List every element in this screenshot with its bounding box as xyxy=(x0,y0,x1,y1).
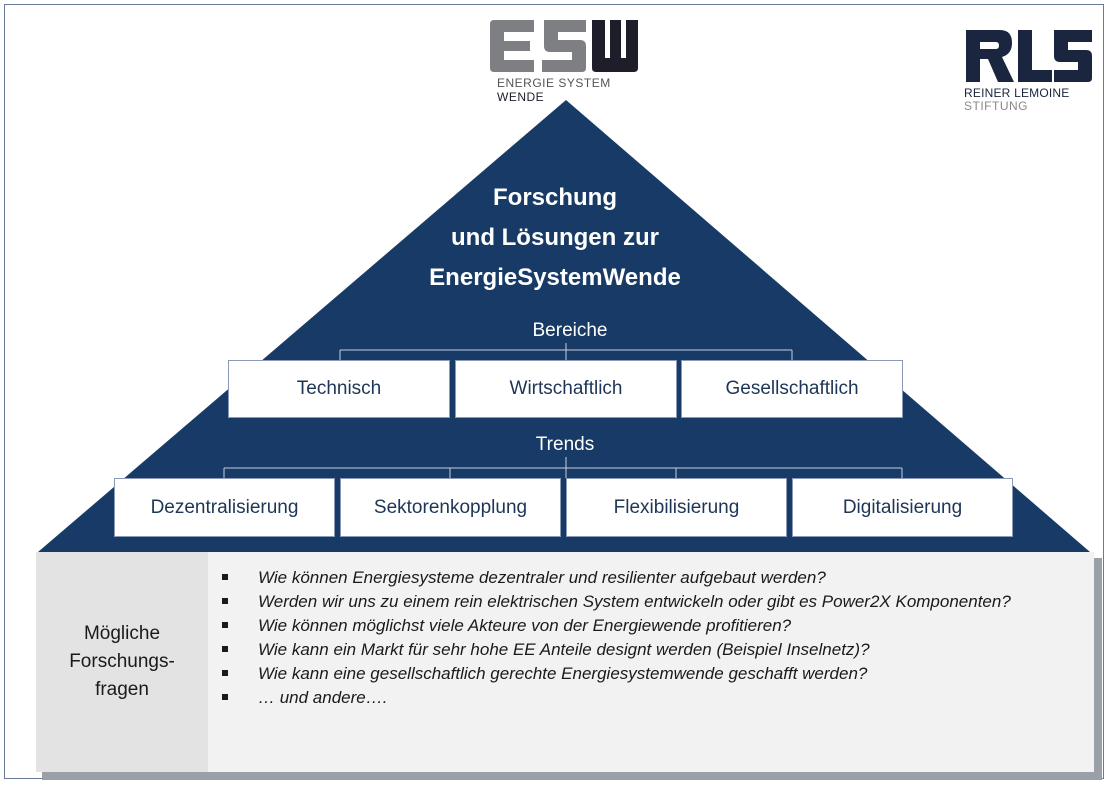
bereiche-connectors xyxy=(339,343,793,360)
question-item: Wie können möglichst viele Akteure von d… xyxy=(222,614,1082,637)
question-item: Wie kann ein Markt für sehr hohe EE Ante… xyxy=(222,638,1082,661)
pyramid-shape xyxy=(38,100,1090,552)
esw-logo: ENERGIE SYSTEM WENDE xyxy=(480,18,660,118)
esw-logo-line2: WENDE xyxy=(497,90,545,104)
rls-logo-mark xyxy=(966,30,1092,82)
bereiche-label: Bereiche xyxy=(532,320,608,341)
trend-box-flexibilisierung: Flexibilisierung xyxy=(566,478,787,537)
bereich-box-wirtschaftlich: Wirtschaftlich xyxy=(455,360,677,418)
esw-logo-line1: ENERGIE SYSTEM xyxy=(497,76,611,90)
questions-label-cell xyxy=(36,552,208,772)
title-line-1: Forschung xyxy=(493,184,617,211)
question-item: Wie können Energiesysteme dezentraler un… xyxy=(222,566,1082,589)
trend-box-sektorenkopplung: Sektorenkopplung xyxy=(340,478,561,537)
bereich-box-technisch: Technisch xyxy=(228,360,450,418)
trend-box-digitalisierung: Digitalisierung xyxy=(792,478,1013,537)
bereich-box-gesellschaftlich: Gesellschaftlich xyxy=(681,360,903,418)
rls-logo-line2: STIFTUNG xyxy=(964,99,1028,113)
questions-label: Mögliche Forschungs- fragen xyxy=(36,620,208,704)
rls-logo: REINER LEMOINE STIFTUNG xyxy=(964,28,1104,123)
question-item: Werden wir uns zu einem rein elektrische… xyxy=(222,590,1082,613)
questions-label-line-1: Mögliche xyxy=(83,623,161,644)
trends-label: Trends xyxy=(535,434,595,455)
title-line-3: EnergieSystemWende xyxy=(429,264,681,291)
rls-logo-line1: REINER LEMOINE xyxy=(964,86,1070,100)
question-item: … und andere…. xyxy=(222,686,1082,709)
question-item: Wie kann eine gesellschaftlich gerechte … xyxy=(222,662,1082,685)
questions-label-line-3: fragen xyxy=(95,679,149,700)
trends-connectors xyxy=(223,457,903,478)
questions-label-line-2: Forschungs- xyxy=(69,651,175,672)
title-line-2: und Lösungen zur xyxy=(451,224,659,251)
esw-logo-mark xyxy=(490,20,638,72)
questions-list: Wie können Energiesysteme dezentraler un… xyxy=(222,566,1082,710)
pyramid-title: Forschung und Lösungen zur EnergieSystem… xyxy=(360,178,750,298)
questions-panel xyxy=(36,552,1094,772)
trend-box-dezentralisierung: Dezentralisierung xyxy=(114,478,335,537)
